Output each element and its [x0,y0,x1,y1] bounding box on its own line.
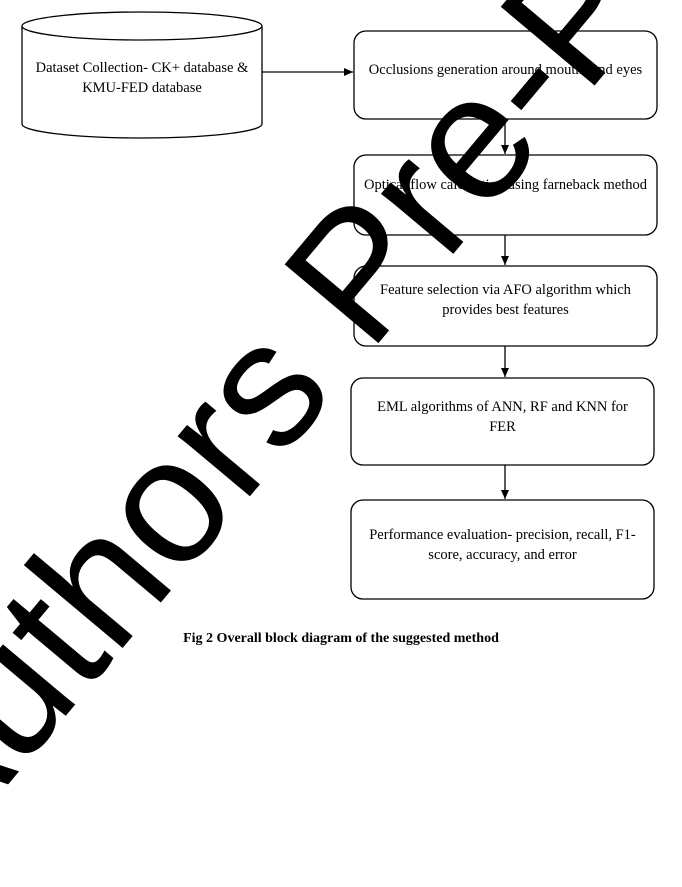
performance-box [350,499,655,600]
flow-diagram [21,11,658,600]
occlusions-label: Occlusions generation around mouths and … [368,62,643,78]
database-cylinder [21,11,263,139]
dataset-label: Dataset Collection- CK+ database & KMU-F… [35,60,249,96]
eml-label: EML algorithms of ANN, RF and KNN for FE… [377,399,628,435]
eml-box [350,377,655,466]
figure-caption: Fig 2 Overall block diagram of the sugge… [183,631,499,646]
optical-flow-label: Optical flow calculation using farneback… [363,177,648,193]
performance-label: Performance evaluation- precision, recal… [369,527,636,563]
feature-selection-label: Feature selection via AFO algorithm whic… [380,282,631,318]
